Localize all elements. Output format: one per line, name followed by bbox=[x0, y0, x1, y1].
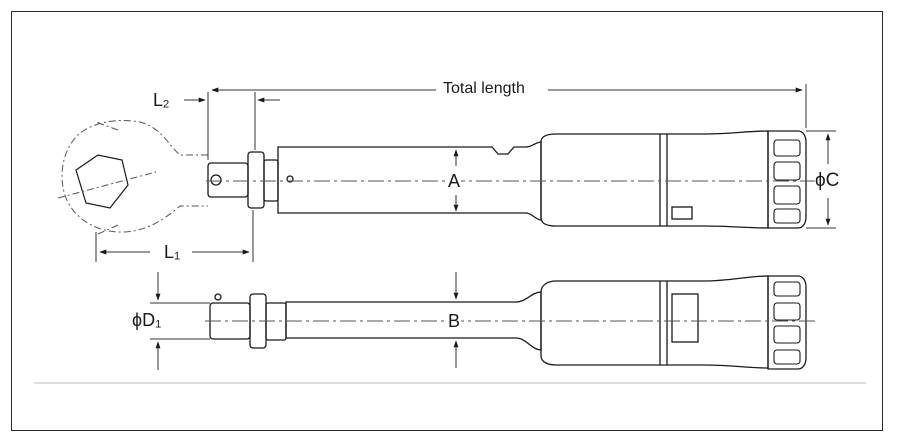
wrench-top-view bbox=[57, 120, 820, 235]
wrench-bottom-view bbox=[205, 275, 816, 370]
knurl-ridges bbox=[773, 139, 801, 224]
drive-pin-hole bbox=[210, 174, 222, 186]
grip-body bbox=[540, 130, 769, 229]
diagram-frame bbox=[11, 11, 883, 431]
grip-lock-tab bbox=[671, 206, 693, 220]
flange-step bbox=[263, 159, 279, 202]
b-label: B bbox=[447, 311, 462, 331]
l2-label: L2 bbox=[153, 90, 170, 111]
phi-c-label: ϕC bbox=[815, 170, 840, 191]
phantom-wrench-head bbox=[61, 120, 208, 235]
l1-label: L1 bbox=[164, 242, 181, 263]
flange bbox=[247, 151, 265, 209]
tube-rivet bbox=[286, 175, 294, 183]
knurled-cap-plan bbox=[767, 275, 807, 370]
grip-plan bbox=[540, 275, 769, 369]
a-label: A bbox=[447, 171, 462, 191]
scale-window bbox=[671, 293, 699, 343]
total-length-label: Total length bbox=[443, 80, 525, 97]
hex-nut-outline bbox=[75, 154, 129, 209]
knurled-cap bbox=[767, 130, 807, 229]
dimension-lines bbox=[95, 84, 836, 370]
square-drive bbox=[207, 162, 249, 198]
phi-d1-label: ϕD1 bbox=[132, 310, 162, 331]
